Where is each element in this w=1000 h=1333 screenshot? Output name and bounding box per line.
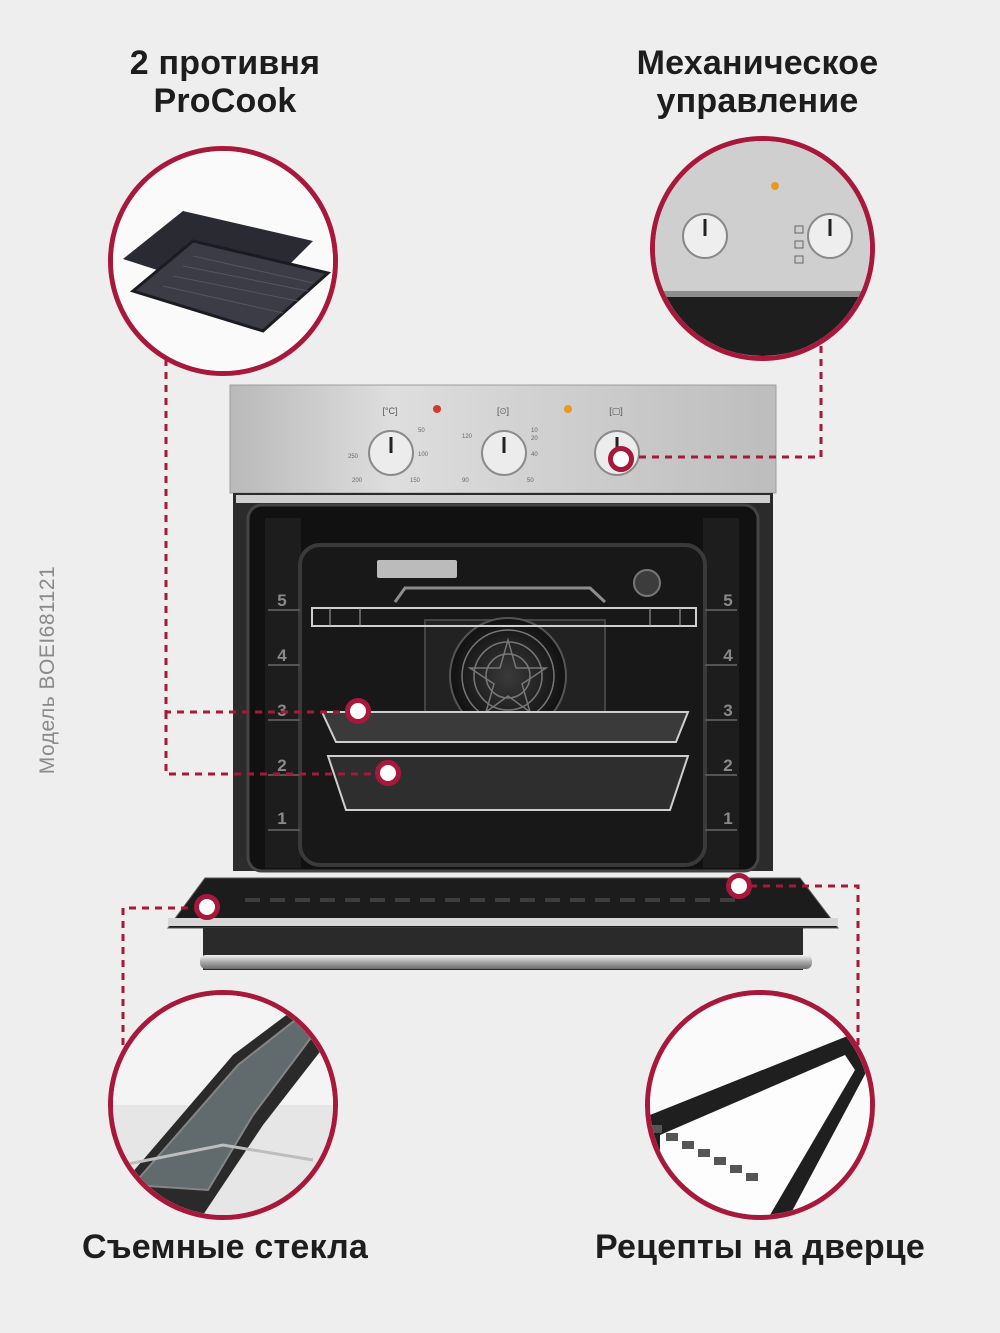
temp-scale-5: 250 — [348, 454, 359, 460]
mode-symbol: [▢] — [609, 406, 623, 416]
timer-scale-4: 50 — [527, 478, 534, 484]
grill-element — [393, 586, 607, 604]
glass-detail-circle — [108, 990, 338, 1220]
oven-lamp — [633, 569, 661, 597]
power-indicator — [433, 405, 441, 413]
rack-level-left-5: 5 — [277, 591, 286, 610]
rack-level-right-3: 3 — [723, 701, 732, 720]
control-detail-circle — [650, 136, 875, 361]
glass-marker — [194, 894, 220, 920]
trays-detail-circle — [108, 146, 338, 376]
caption-recipes: Рецепты на дверце — [555, 1228, 965, 1266]
temperature-knob — [368, 430, 414, 476]
tray-upper — [320, 711, 690, 743]
door-handle — [200, 955, 812, 969]
recipes-marker — [726, 873, 752, 899]
timer-knob — [481, 430, 527, 476]
caption-recipes-text: Рецепты на дверце — [594, 1228, 926, 1266]
timer-scale-6: 90 — [462, 478, 469, 484]
temp-scale-1: 50 — [418, 428, 425, 434]
wire-rack — [311, 607, 697, 627]
rack-level-left-2: 2 — [277, 756, 286, 775]
baking-trays-image — [113, 151, 333, 371]
control-marker — [608, 446, 634, 472]
temp-symbol: [°C] — [382, 406, 397, 416]
rack-level-right-1: 1 — [723, 809, 732, 828]
heat-indicator — [564, 405, 572, 413]
tray-lower-marker — [375, 760, 401, 786]
timer-symbol: [⏲] — [497, 406, 509, 416]
tray-lower — [326, 755, 690, 811]
temp-scale-4: 200 — [352, 478, 363, 484]
timer-scale-5: 120 — [462, 434, 473, 440]
temp-scale-2: 100 — [418, 452, 429, 458]
caption-control-line1: Механическое — [636, 44, 879, 82]
control-panel-image — [655, 141, 870, 356]
recipes-detail-circle — [645, 990, 875, 1220]
rack-level-right-4: 4 — [723, 646, 733, 665]
removable-glass-image — [113, 995, 333, 1215]
caption-control: Механическое управление — [600, 44, 915, 120]
rack-level-right-5: 5 — [723, 591, 732, 610]
callout-lines — [121, 346, 860, 1045]
caption-trays-line2: ProCook — [153, 82, 297, 120]
caption-glass: Съемные стекла — [40, 1228, 410, 1266]
shelf-rails — [268, 609, 737, 831]
rack-level-right-2: 2 — [723, 756, 732, 775]
tray-upper-marker — [345, 698, 371, 724]
door-glass-edge — [168, 918, 838, 926]
wire-rack-bars — [329, 608, 681, 626]
caption-trays: 2 противня ProCook — [95, 44, 355, 120]
rack-level-left-4: 4 — [277, 646, 287, 665]
oven-frame-edge — [236, 495, 770, 503]
door-recipes-image — [650, 995, 870, 1215]
timer-scale-3: 40 — [531, 452, 538, 458]
timer-scale-2: 20 — [531, 436, 538, 442]
caption-trays-line1: 2 противня — [129, 44, 321, 82]
rack-level-left-1: 1 — [277, 809, 286, 828]
caption-control-line2: управление — [656, 82, 859, 120]
oven-door — [167, 877, 840, 929]
oven-left-wall — [265, 518, 301, 868]
grill-connector — [377, 560, 457, 578]
temp-scale-3: 150 — [410, 478, 421, 484]
oven-right-wall — [703, 518, 739, 868]
timer-scale-1: 10 — [531, 428, 538, 434]
caption-glass-text: Съемные стекла — [81, 1228, 369, 1266]
